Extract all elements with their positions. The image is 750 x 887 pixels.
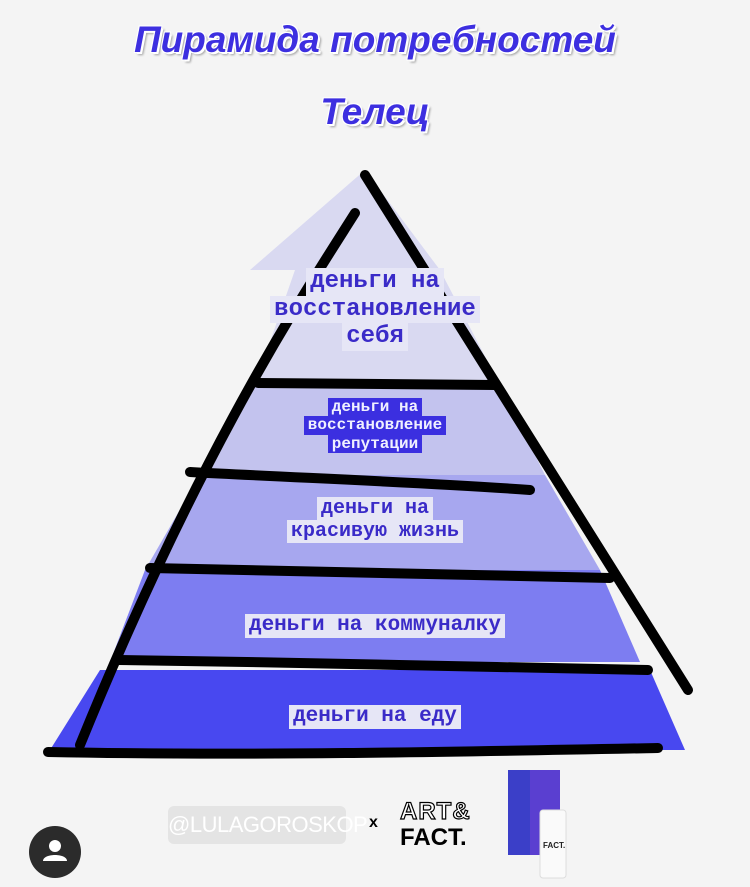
level-label-3: деньги на красивую жизнь xyxy=(0,497,750,543)
page-subtitle: Телец xyxy=(320,91,430,132)
label-line: деньги на еду xyxy=(289,705,461,730)
label-line: восстановление xyxy=(270,295,480,324)
avatar[interactable] xyxy=(29,826,81,878)
label-line: деньги на xyxy=(327,398,423,417)
level-label-1: деньги на восстановление себя xyxy=(0,268,750,351)
label-line: деньги на коммуналку xyxy=(244,614,506,639)
author-handle: @LULAGOROSKOP xyxy=(168,806,368,844)
label-line: восстановление xyxy=(303,416,447,435)
hand-drawn-lines xyxy=(43,170,693,759)
page-title: Пирамида потребностей xyxy=(134,19,616,60)
collab-separator: x xyxy=(369,814,378,831)
label-line: деньги на xyxy=(316,497,434,520)
label-line: себя xyxy=(342,323,408,351)
brand-logo-bottom: FACT. xyxy=(400,824,467,851)
user-icon xyxy=(43,840,67,861)
brand-logo-top: ART& xyxy=(399,798,471,825)
label-line: деньги на xyxy=(306,268,444,296)
level-label-4: деньги на коммуналку xyxy=(0,614,750,639)
label-line: репутации xyxy=(327,434,423,454)
level-label-5: деньги на еду xyxy=(0,705,750,730)
label-line: красивую жизнь xyxy=(286,520,464,543)
level-label-2: деньги на восстановление репутации xyxy=(0,398,750,454)
